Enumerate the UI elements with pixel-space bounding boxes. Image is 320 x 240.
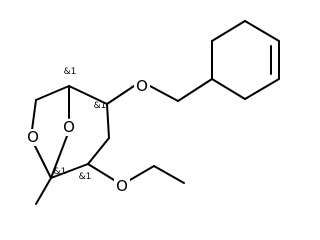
stereo-label-ethoxy-carbon: &1 — [79, 172, 92, 182]
bond-ch2-to-c-ethoxy — [87, 137, 110, 165]
bond-c-ether-to-ether-oxygen — [106, 85, 135, 105]
bond-ring-c2-c3 — [211, 20, 246, 42]
bond-ring-oxygen-to-bridgehead-bottom — [33, 143, 52, 179]
stereo-label-cyclohexenylmethoxy-carbon: &1 — [94, 101, 107, 111]
bond-ethoxy-oxygen-to-ch2 — [129, 165, 155, 181]
bond-ch2-to-ring-oxygen — [31, 99, 37, 131]
bond-bridgehead-top-to-c-ether — [68, 85, 108, 105]
bond-ring-c3-c4 — [244, 20, 280, 42]
bond-bridgehead-bottom-to-methyl — [35, 177, 52, 205]
bond-ch2-to-bridgehead-top — [35, 85, 70, 101]
bond-ring-c5-c6 — [244, 78, 280, 100]
bond-c-ether-to-ch2 — [106, 103, 110, 139]
ring-oxygen-label: O — [27, 128, 39, 146]
bond-ethoxy-ch2-to-ch3 — [153, 165, 185, 184]
ethoxy-oxygen-label: O — [116, 177, 128, 195]
ether-oxygen-label: O — [136, 77, 148, 95]
bond-c-ethoxy-to-bridgehead-bottom — [50, 163, 89, 179]
stereo-label-bridgehead-top: &1 — [64, 67, 77, 77]
bridge-oxygen-label: O — [63, 118, 75, 136]
molecule-structure-diagram: O O O O &1 &1 &1 &1 — [27, 20, 280, 205]
stereo-label-bridgehead-bottom: &1 — [54, 167, 67, 177]
bond-c-ethoxy-to-ethoxy-oxygen — [87, 163, 115, 181]
bond-ring-c6-c1 — [211, 78, 246, 100]
bond-ch2-to-cyclohexene — [177, 78, 213, 102]
bond-ether-oxygen-to-ch2 — [149, 85, 179, 102]
bond-bridge-oxygen-to-bridgehead-bottom — [50, 135, 68, 179]
